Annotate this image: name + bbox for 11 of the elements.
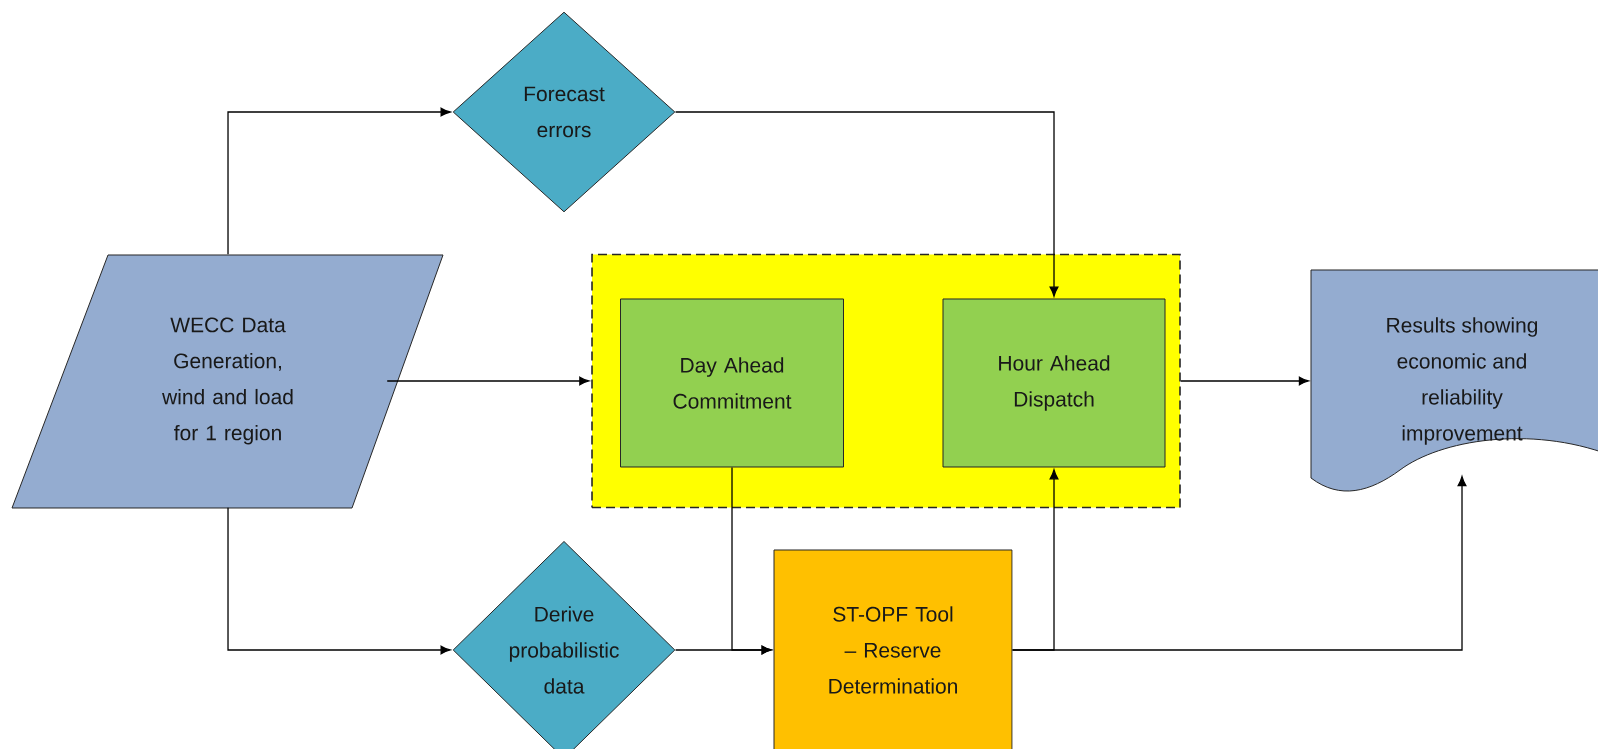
- arrow: [1011, 475, 1467, 651]
- process-box: Day Ahead Commitment: [620, 298, 844, 468]
- arrow: [1180, 376, 1310, 386]
- arrow: [731, 466, 772, 655]
- arrow: [674, 111, 1059, 297]
- process-box: ST-OPF Tool – Reserve Determination: [773, 549, 1013, 749]
- data-parallelogram: WECC Data Generation, wind and load for 1 region: [11, 254, 444, 509]
- arrow: [227, 507, 451, 655]
- process-box: Hour Ahead Dispatch: [942, 298, 1166, 468]
- arrow: [386, 376, 590, 386]
- arrow: [227, 107, 451, 255]
